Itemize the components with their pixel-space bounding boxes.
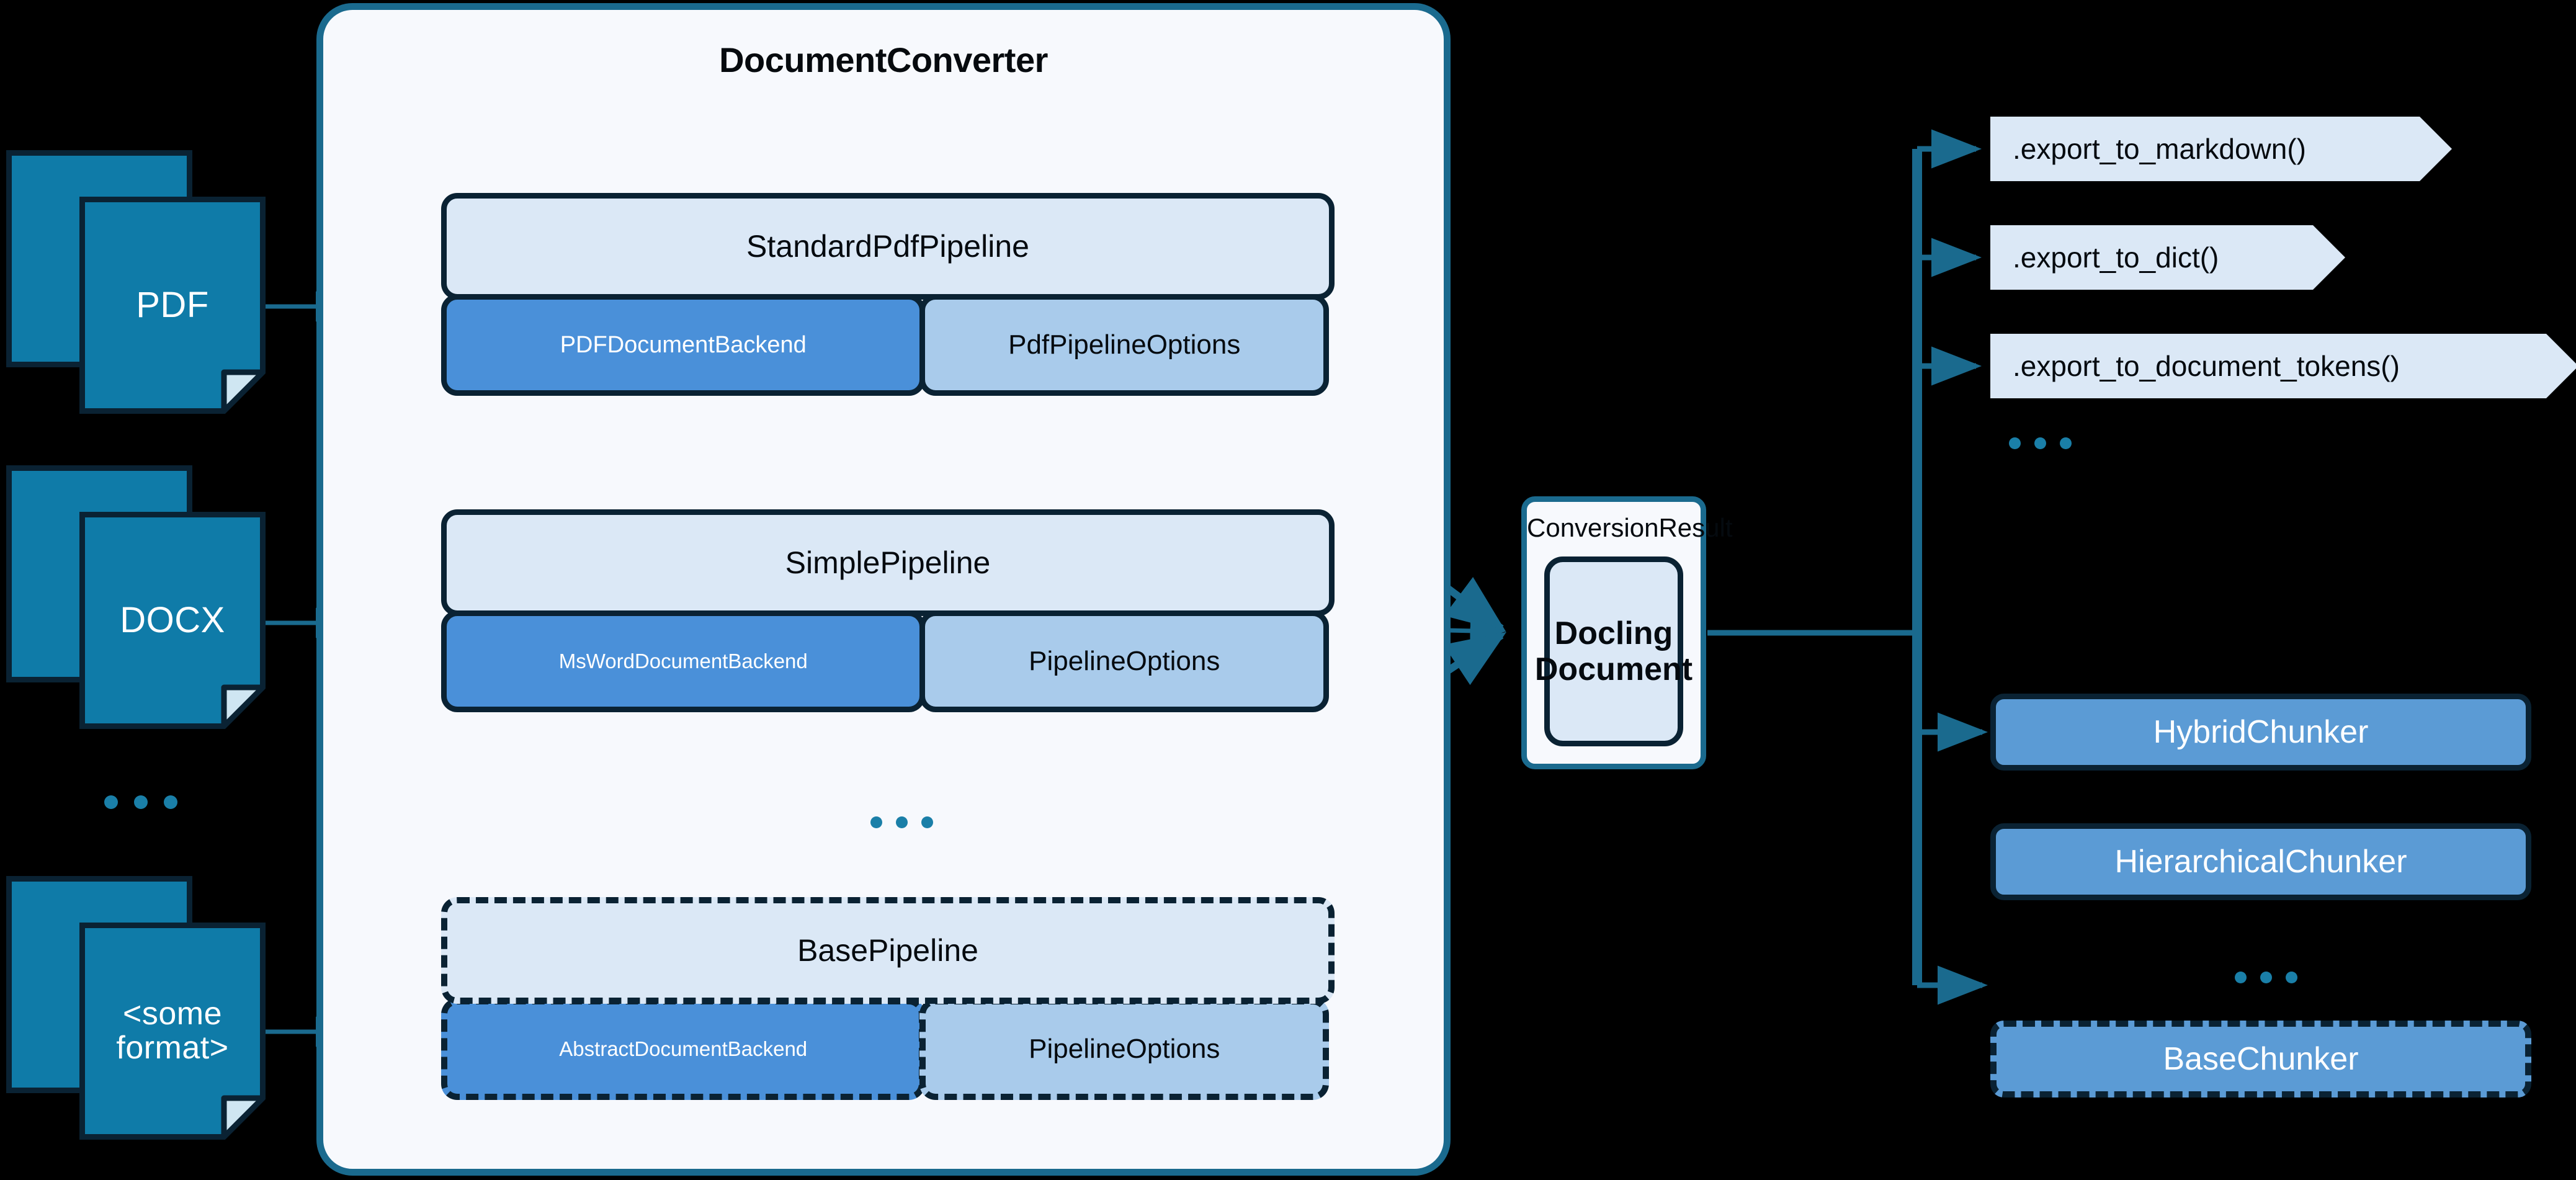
conversion-result-box: ConversionResult Docling Document [1521,496,1733,769]
document-converter-panel: DocumentConverter StandardPdfPipeline PD… [316,3,1451,1176]
pipeline-row: PDFDocumentBackend PdfPipelineOptions [441,294,1335,396]
pipeline-backend[interactable]: MsWordDocumentBackend [441,610,926,712]
pipeline-row: MsWordDocumentBackend PipelineOptions [441,610,1335,712]
export-label: .export_to_document_tokens() [2013,350,2400,382]
chunker-hybrid[interactable]: HybridChunker [1990,694,2531,771]
export-label: .export_to_dict() [2013,241,2219,274]
input-doc-pdf[interactable]: PDF [6,150,267,414]
chunkers-ellipsis [2235,972,2297,983]
pipeline-options[interactable]: PipelineOptions [919,998,1329,1100]
pipeline-options[interactable]: PipelineOptions [919,610,1329,712]
pipeline-header: StandardPdfPipeline [441,193,1335,300]
pipeline-group-base[interactable]: BasePipeline AbstractDocumentBackend Pip… [441,897,1335,1100]
docling-document-box[interactable]: Docling Document [1535,556,1693,746]
export-document-tokens-chip[interactable]: .export_to_document_tokens() [1990,334,2576,398]
document-stack-icon [79,512,266,729]
pipeline-header: SimplePipeline [441,509,1335,616]
chunker-hierarchical[interactable]: HierarchicalChunker [1990,823,2531,900]
export-label: .export_to_markdown() [2013,133,2306,165]
conversion-result-label: ConversionResult [1527,513,1733,542]
page-title: DocumentConverter [719,40,1048,79]
chunker-label: HierarchicalChunker [2114,844,2407,880]
input-doc-label: DOCX [120,599,225,640]
pipeline-row: AbstractDocumentBackend PipelineOptions [441,998,1335,1100]
pipeline-group-standard-pdf[interactable]: StandardPdfPipeline PDFDocumentBackend P… [441,193,1335,396]
export-dict-chip[interactable]: .export_to_dict() [1990,225,2345,290]
pipeline-header: BasePipeline [441,897,1335,1004]
input-doc-label: PDF [136,284,209,325]
input-doc-docx[interactable]: DOCX [6,465,267,729]
document-stack-icon [79,197,266,414]
pipeline-backend[interactable]: AbstractDocumentBackend [441,998,926,1100]
input-doc-other[interactable]: <some format> [6,876,267,1140]
pipeline-backend[interactable]: PDFDocumentBackend [441,294,926,396]
inputs-ellipsis [104,795,177,809]
document-stack-icon [79,923,266,1140]
pipeline-group-simple[interactable]: SimplePipeline MsWordDocumentBackend Pip… [441,509,1335,712]
input-doc-label: <some format> [116,996,229,1066]
chunker-label: BaseChunker [2163,1041,2359,1077]
exports-ellipsis [2009,437,2072,449]
chunker-label: HybridChunker [2153,714,2369,750]
pipelines-ellipsis [870,816,933,828]
pipeline-options[interactable]: PdfPipelineOptions [919,294,1329,396]
chunker-base[interactable]: BaseChunker [1990,1021,2531,1097]
export-markdown-chip[interactable]: .export_to_markdown() [1990,117,2452,181]
